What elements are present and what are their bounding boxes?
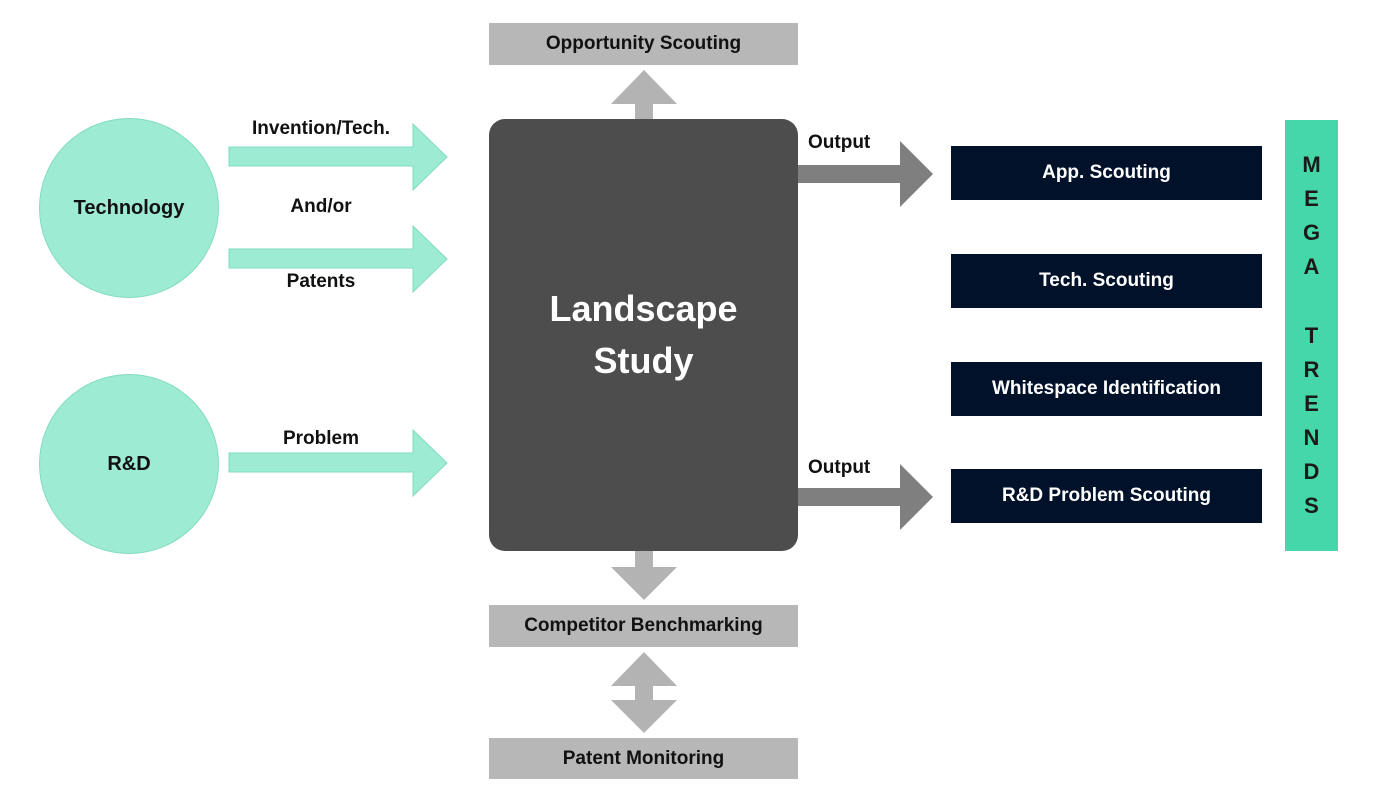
opportunity-scouting-label: Opportunity Scouting [545, 33, 742, 54]
mega-trends-letter: S [1304, 493, 1319, 518]
landscape-study-box: Landscape Study [489, 119, 798, 551]
invention-label: Invention/Tech. [252, 118, 390, 139]
output-top-label: Output [808, 132, 871, 153]
output-box-app-scouting: App. Scouting [951, 146, 1262, 200]
mega-trends-letter: T [1304, 323, 1319, 348]
output-box-tech-scouting: Tech. Scouting [951, 254, 1262, 308]
mega-trends-bar: M E G A T R E N D S [1285, 120, 1338, 551]
output-label: Whitespace Identification [991, 378, 1222, 399]
mega-trends-letter: R [1303, 357, 1320, 382]
output-label: App. Scouting [1042, 162, 1171, 183]
patent-monitoring-label: Patent Monitoring [562, 747, 725, 769]
opportunity-scouting-box: Opportunity Scouting [489, 23, 798, 65]
arrow-patents [228, 224, 448, 294]
output-label: Tech. Scouting [1039, 270, 1174, 291]
patent-monitoring-box: Patent Monitoring [489, 738, 798, 779]
arrow-output-top [798, 141, 933, 207]
andor-label: And/or [290, 196, 352, 217]
arrow-problem [228, 428, 448, 498]
landscape-study-title: Landscape Study [549, 288, 738, 381]
mega-trends-letter: A [1303, 254, 1320, 279]
mega-trends-letter: E [1304, 186, 1319, 211]
mega-trends-letter: N [1303, 425, 1320, 450]
arrow-double-monitoring [611, 652, 677, 733]
arrow-up-opportunity [611, 70, 677, 119]
technology-node: Technology [39, 118, 219, 298]
competitor-benchmarking-box: Competitor Benchmarking [489, 605, 798, 647]
problem-label: Problem [282, 428, 360, 449]
competitor-benchmarking-label: Competitor Benchmarking [524, 615, 763, 636]
rnd-label: R&D [107, 452, 151, 475]
mega-trends-letter: G [1302, 220, 1321, 245]
output-box-whitespace: Whitespace Identification [951, 362, 1262, 416]
arrow-down-competitor [611, 551, 677, 600]
output-box-rnd-problem: R&D Problem Scouting [951, 469, 1262, 523]
mega-trends-letter: D [1303, 459, 1320, 484]
output-bottom-label: Output [808, 457, 871, 478]
mega-trends-letter: E [1304, 391, 1319, 416]
patents-label: Patents [286, 271, 356, 292]
technology-label: Technology [73, 196, 185, 219]
arrow-invention [228, 122, 448, 192]
arrow-output-bottom [798, 464, 933, 530]
mega-trends-letter: M [1302, 152, 1321, 177]
rnd-node: R&D [39, 374, 219, 554]
output-label: R&D Problem Scouting [1001, 485, 1211, 506]
